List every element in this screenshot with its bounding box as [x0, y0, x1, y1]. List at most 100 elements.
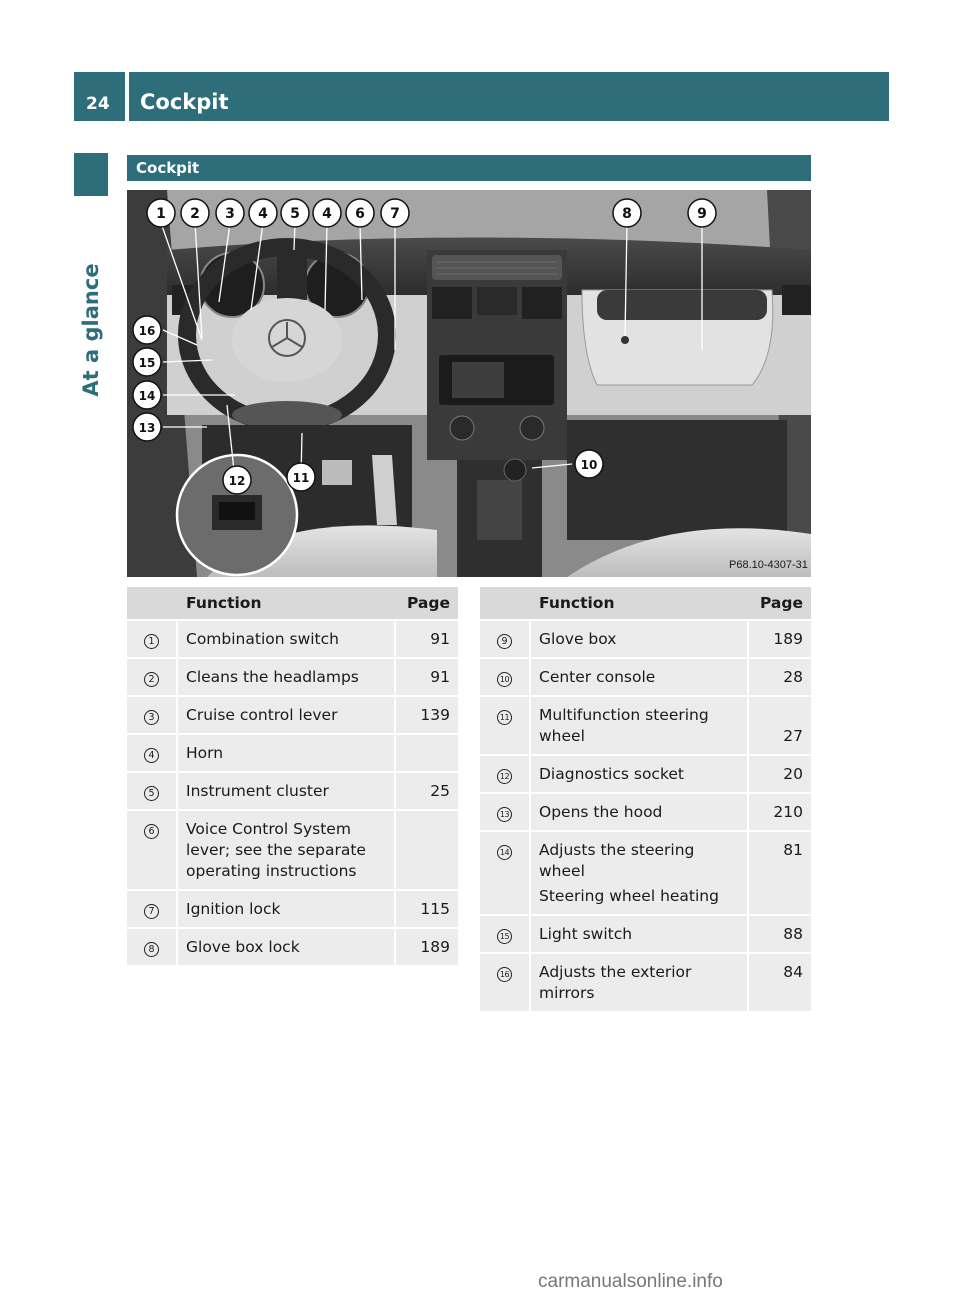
header-function: Function [531, 587, 749, 621]
callout-label: 4 [258, 206, 268, 222]
page-ref: 20 [749, 756, 811, 794]
page-ref: 81 [749, 832, 811, 916]
callout-label: 10 [581, 458, 598, 472]
callout-label: 13 [139, 421, 156, 435]
table-row: 4 Horn [127, 735, 458, 773]
function-label: Instrument cluster [178, 773, 396, 811]
header-page: Page [396, 587, 458, 621]
page-number-box [74, 72, 125, 121]
table-row: 1 Combination switch 91 [127, 621, 458, 659]
callout-marker: 2 [180, 198, 210, 228]
callout-marker: 3 [215, 198, 245, 228]
function-table-left: Function Page 1 Combination switch 91 2 … [127, 587, 458, 967]
callout-number: 2 [144, 672, 159, 687]
callout-label: 14 [139, 389, 156, 403]
page-number: 24 [86, 94, 110, 114]
callout-number: 13 [497, 807, 512, 822]
side-tab-marker [74, 153, 108, 196]
function-label: Light switch [531, 916, 749, 954]
table-row: 10 Center console 28 [480, 659, 811, 697]
callout-number: 7 [144, 904, 159, 919]
page-ref [396, 811, 458, 891]
table-row: 9 Glove box 189 [480, 621, 811, 659]
header-function: Function [178, 587, 396, 621]
page-ref: 115 [396, 891, 458, 929]
callout-label: 5 [290, 206, 300, 222]
callout-marker: 12 [222, 465, 252, 495]
callout-number: 9 [497, 634, 512, 649]
section-title: Cockpit [136, 159, 200, 177]
table-row: 14 Adjusts the steering wheel Steering w… [480, 832, 811, 916]
page-ref: 91 [396, 621, 458, 659]
page-ref: 88 [749, 916, 811, 954]
callout-marker: 9 [687, 198, 717, 228]
function-label: Adjusts the exterior mirrors [531, 954, 749, 1013]
callout-label: 3 [225, 206, 235, 222]
table-row: 11 Multifunction steering wheel 27 [480, 697, 811, 756]
callout-number: 8 [144, 942, 159, 957]
table-row: 13 Opens the hood 210 [480, 794, 811, 832]
callout-label: 9 [697, 206, 707, 222]
callout-marker: 4 [248, 198, 278, 228]
callout-label: 12 [229, 474, 246, 488]
function-line-1: Adjusts the steering wheel [539, 841, 695, 880]
page-ref: 189 [749, 621, 811, 659]
callout-marker: 7 [380, 198, 410, 228]
side-tab-label: At a glance [79, 263, 103, 397]
page-ref: 84 [749, 954, 811, 1013]
callout-label: 6 [355, 206, 365, 222]
page-ref: 28 [749, 659, 811, 697]
function-label: Cruise control lever [178, 697, 396, 735]
callout-label: 16 [139, 324, 156, 338]
callout-marker: 16 [132, 315, 162, 345]
section-bar [127, 155, 811, 181]
function-label: Center console [531, 659, 749, 697]
callout-number: 1 [144, 634, 159, 649]
table-row: 8 Glove box lock 189 [127, 929, 458, 967]
function-label: Horn [178, 735, 396, 773]
page-ref [396, 735, 458, 773]
page-title: Cockpit [140, 90, 229, 114]
watermark: carmanualsonline.info [538, 1271, 723, 1292]
function-line-2: Steering wheel heating [539, 887, 719, 905]
table-header-row: Function Page [127, 587, 458, 621]
function-label: Voice Control System lever; see the sepa… [178, 811, 396, 891]
function-label: Adjusts the steering wheel Steering whee… [531, 832, 749, 916]
function-label: Opens the hood [531, 794, 749, 832]
callout-label: 4 [322, 206, 332, 222]
callout-label: 15 [139, 356, 156, 370]
table-row: 12 Diagnostics socket 20 [480, 756, 811, 794]
page-ref: 139 [396, 697, 458, 735]
table-row: 15 Light switch 88 [480, 916, 811, 954]
callout-label: 2 [190, 206, 200, 222]
table-row: 2 Cleans the headlamps 91 [127, 659, 458, 697]
callout-label: 7 [390, 206, 400, 222]
page-ref: 27 [749, 697, 811, 756]
table-header-row: Function Page [480, 587, 811, 621]
page-ref: 25 [396, 773, 458, 811]
table-row: 16 Adjusts the exterior mirrors 84 [480, 954, 811, 1013]
callout-number: 12 [497, 769, 512, 784]
header-num [480, 587, 531, 621]
callout-number: 16 [497, 967, 512, 982]
callout-label: 8 [622, 206, 632, 222]
callout-marker: 15 [132, 347, 162, 377]
page-ref: 210 [749, 794, 811, 832]
callout-number: 11 [497, 710, 512, 725]
function-label: Ignition lock [178, 891, 396, 929]
callout-marker: 8 [612, 198, 642, 228]
function-table-right: Function Page 9 Glove box 189 10 Center … [480, 587, 811, 1013]
callout-number: 6 [144, 824, 159, 839]
table-row: 3 Cruise control lever 139 [127, 697, 458, 735]
header-num [127, 587, 178, 621]
function-label: Combination switch [178, 621, 396, 659]
page-ref: 91 [396, 659, 458, 697]
function-label: Cleans the headlamps [178, 659, 396, 697]
callout-number: 10 [497, 672, 512, 687]
callout-label: 11 [293, 471, 310, 485]
table-row: 6 Voice Control System lever; see the se… [127, 811, 458, 891]
callout-marker: 10 [574, 449, 604, 479]
function-label: Glove box lock [178, 929, 396, 967]
